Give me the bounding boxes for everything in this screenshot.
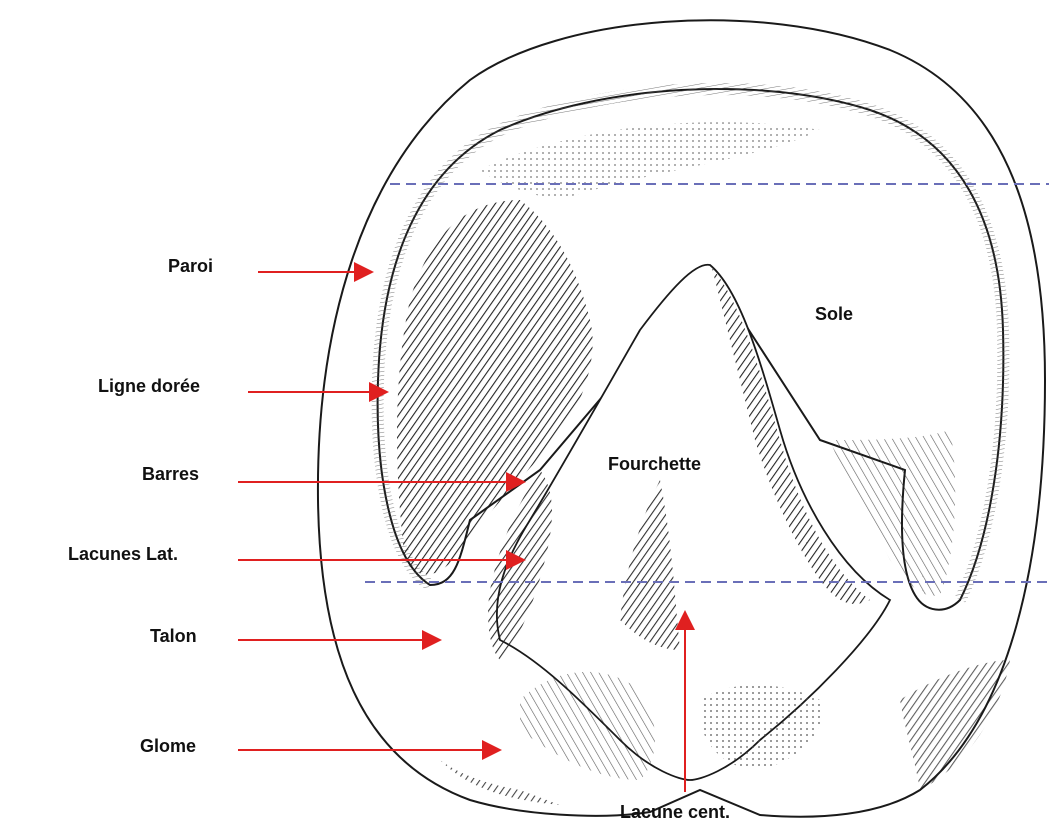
label-barres: Barres	[142, 464, 199, 485]
label-sole: Sole	[815, 304, 853, 325]
label-paroi: Paroi	[168, 256, 213, 277]
label-talon: Talon	[150, 626, 197, 647]
label-lacune-cent: Lacune cent.	[620, 802, 730, 823]
label-lacunes-lat: Lacunes Lat.	[68, 544, 178, 565]
label-ligne-doree: Ligne dorée	[98, 376, 200, 397]
label-fourchette: Fourchette	[608, 454, 701, 475]
label-glome: Glome	[140, 736, 196, 757]
